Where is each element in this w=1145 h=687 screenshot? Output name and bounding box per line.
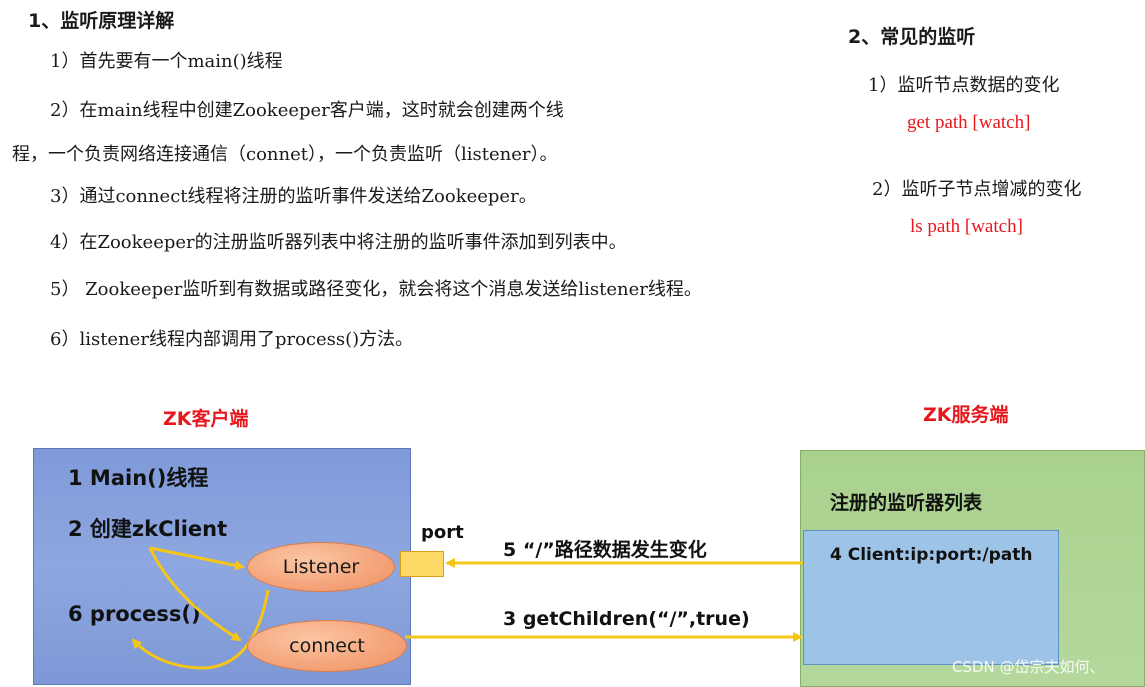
client-title: ZK客户端 bbox=[163, 408, 249, 430]
watch-data-command: get path [watch] bbox=[907, 112, 1031, 133]
port-box bbox=[400, 551, 444, 577]
listener-registry-box bbox=[803, 530, 1059, 665]
section2-heading: 2、常见的监听 bbox=[848, 26, 976, 48]
watermark: CSDN @岱宗夫如何、 bbox=[952, 658, 1105, 676]
section1-heading: 1、监听原理详解 bbox=[28, 10, 175, 32]
listener-thread-node: Listener bbox=[247, 542, 395, 592]
create-client-label: 2 创建zkClient bbox=[68, 517, 228, 541]
registry-entry: 4 Client:ip:port:/path bbox=[830, 545, 1033, 565]
step-6: 6）listener线程内部调用了process()方法。 bbox=[50, 329, 414, 350]
step-3: 3）通过connect线程将注册的监听事件发送给Zookeeper。 bbox=[50, 186, 537, 207]
step-4: 4）在Zookeeper的注册监听器列表中将注册的监听事件添加到列表中。 bbox=[50, 232, 627, 253]
step-5: 5） Zookeeper监听到有数据或路径变化，就会将这个消息发送给listen… bbox=[50, 279, 702, 300]
watch-data-label: 1）监听节点数据的变化 bbox=[868, 75, 1060, 96]
connect-thread-node: connect bbox=[247, 620, 407, 672]
step-1: 1）首先要有一个main()线程 bbox=[50, 51, 283, 72]
step-2a: 2）在main线程中创建Zookeeper客户端，这时就会创建两个线 bbox=[50, 100, 564, 121]
create-to-listener-arrow bbox=[149, 546, 245, 571]
step-2b: 程，一个负责网络连接通信（connet），一个负责监听（listener）。 bbox=[12, 144, 558, 165]
server-title: ZK服务端 bbox=[923, 404, 1009, 426]
listener-to-process-arrow bbox=[131, 589, 270, 670]
request-label: 3 getChildren(“/”,true) bbox=[503, 608, 750, 630]
registry-title: 注册的监听器列表 bbox=[830, 492, 983, 514]
watch-children-label: 2）监听子节点增减的变化 bbox=[872, 179, 1082, 200]
port-label: port bbox=[421, 522, 464, 543]
create-to-connect-arrow bbox=[148, 547, 242, 642]
process-label: 6 process() bbox=[68, 602, 201, 626]
main-thread-label: 1 Main()线程 bbox=[68, 466, 209, 490]
notify-label: 5 “/”路径数据发生变化 bbox=[503, 539, 707, 561]
watch-children-command: ls path [watch] bbox=[910, 216, 1023, 237]
